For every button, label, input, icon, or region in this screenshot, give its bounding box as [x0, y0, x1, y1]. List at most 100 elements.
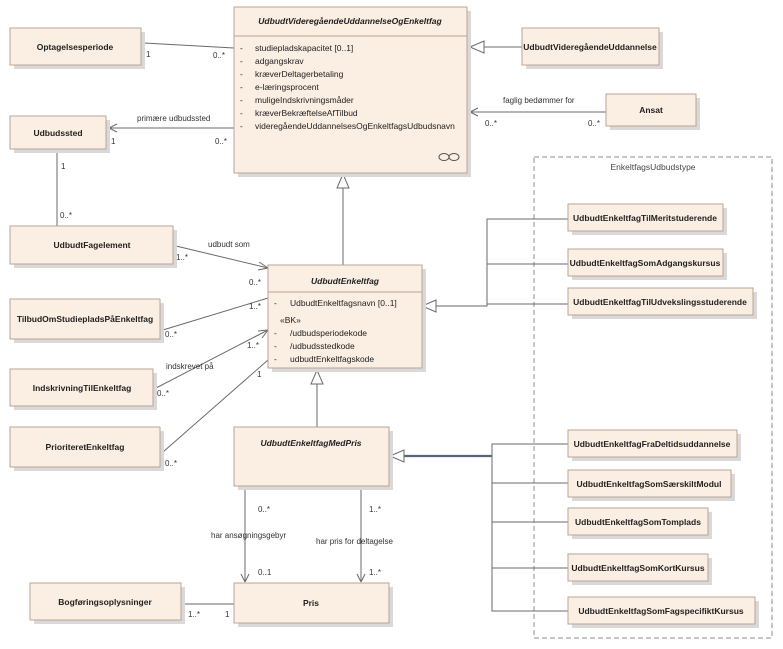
- class-enkeltfag-meritstuderende[interactable]: [567, 203, 724, 232]
- svg-text:-: -: [240, 82, 243, 92]
- mult-udbudt-som-2: 0..*: [249, 278, 261, 287]
- mult-us-fag-1: 1: [61, 162, 66, 171]
- label-har-pris: har pris for deltagelse: [316, 537, 393, 546]
- main-attr: studiepladskapacitet [0..1]: [255, 43, 353, 53]
- class-name: Pris: [303, 598, 319, 608]
- assoc-udbudt-som: [175, 245, 269, 269]
- class-name: UdbudtEnkeltfagSomAdgangskursus: [570, 258, 721, 268]
- svg-text:-: -: [274, 354, 277, 364]
- class-name: Udbudssted: [33, 128, 82, 138]
- svg-text:-: -: [240, 121, 243, 131]
- class-indskrivning[interactable]: [9, 368, 154, 407]
- class-name: UdbudtEnkeltfagFraDeltidsuddannelse: [574, 439, 731, 449]
- main-attr: muligeIndskrivningsmåder: [255, 95, 354, 105]
- mult-udbudssted-main: 0..*: [215, 137, 227, 146]
- link-icon: [438, 153, 460, 161]
- class-enkeltfag-udvekslingsstuderende[interactable]: [567, 287, 754, 316]
- class-ansat[interactable]: [605, 93, 697, 127]
- svg-text:-: -: [240, 69, 243, 79]
- class-enkeltfag-deltidsuddannelse[interactable]: [567, 429, 738, 458]
- mult-ansog-1: 0..*: [258, 505, 270, 514]
- class-name: Ansat: [639, 105, 663, 115]
- class-tilbud-om-studieplads[interactable]: [9, 298, 161, 340]
- mult-bog-1: 1..*: [188, 610, 200, 619]
- main-attr: kræverBekræftelseAfTilbud: [255, 108, 358, 118]
- mult-pris-1: 1..*: [369, 505, 381, 514]
- class-enkeltfag-tomplads[interactable]: [567, 507, 709, 536]
- class-enkeltfag-kort-kursus[interactable]: [567, 553, 709, 582]
- mult-opt-main: 0..*: [213, 51, 225, 60]
- class-name: IndskrivningTilEnkeltfag: [33, 383, 132, 393]
- class-pris[interactable]: [233, 582, 390, 624]
- svg-text:-: -: [274, 341, 277, 351]
- mult-ansog-2: 0..1: [258, 568, 272, 577]
- enkeltfag-stereotype: «BK»: [280, 315, 301, 325]
- svg-text:-: -: [274, 298, 277, 308]
- label-primaere: primære udbudssted: [137, 114, 210, 123]
- class-name: TilbudOmStudiepladsPåEnkeltfag: [17, 314, 153, 324]
- class-enkeltfag-saerskilt-modul[interactable]: [567, 469, 732, 498]
- gen-medpris-arrow: [310, 368, 324, 385]
- class-name: UdbudtEnkeltfagMedPris: [260, 438, 361, 448]
- mult-prior-2: 1: [257, 370, 262, 379]
- class-prioriteret[interactable]: [9, 426, 161, 468]
- mult-pris-2: 1..*: [369, 568, 381, 577]
- class-udbudt-enkeltfag-med-pris[interactable]: [233, 426, 390, 487]
- class-name: PrioriteretEnkeltfag: [46, 442, 125, 452]
- class-name: Bogføringsoplysninger: [58, 597, 152, 607]
- main-class-title: UdbudtVideregåendeUddannelseOgEnkeltfag: [258, 16, 442, 26]
- main-attr: kræverDeltagerbetaling: [255, 69, 344, 79]
- svg-text:-: -: [240, 43, 243, 53]
- package-title: EnkeltfagsUdbudstype: [610, 162, 695, 172]
- mult-udbudt-som-1: 1..*: [176, 253, 188, 262]
- mult-udbudssted: 1: [111, 137, 116, 146]
- class-enkeltfag-fagspecifikt-kursus[interactable]: [567, 596, 756, 625]
- mult-us-fag-2: 0..*: [60, 211, 72, 220]
- svg-text:-: -: [274, 328, 277, 338]
- enkeltfag-attr: udbudtEnkeltfagskode: [290, 354, 374, 364]
- mult-opt-1: 1: [146, 50, 151, 59]
- gen-enkeltfag-arrow: [336, 172, 350, 189]
- assoc-indskrivning: [155, 329, 269, 389]
- class-optagelsesperiode[interactable]: [9, 27, 142, 66]
- mult-ansat: 0..*: [588, 119, 600, 128]
- gen-pkg-bottom-bus: [491, 443, 568, 612]
- class-enkeltfag-adgangskursus[interactable]: [567, 248, 724, 277]
- svg-text:-: -: [240, 56, 243, 66]
- main-attributes: -studiepladskapacitet [0..1] -adgangskra…: [240, 43, 455, 131]
- class-udbudssted[interactable]: [9, 115, 107, 150]
- class-name: UdbudtEnkeltfagSomSærskiltModul: [577, 479, 722, 489]
- class-udbudt-videregaende-og-enkeltfag[interactable]: [233, 6, 468, 174]
- enkeltfag-attr: /udbudsstedkode: [290, 341, 355, 351]
- class-udbudt-enkeltfag[interactable]: [267, 264, 423, 369]
- class-udbudt-videregaende-uddannelse[interactable]: [521, 27, 660, 66]
- mult-bog-2: 1: [225, 610, 230, 619]
- enkeltfag-attr: /udbudsperiodekode: [290, 328, 367, 338]
- svg-text:-: -: [240, 108, 243, 118]
- assoc-optagelsesperiode: [143, 42, 235, 49]
- svg-text:-: -: [240, 95, 243, 105]
- class-name: UdbudtEnkeltfagSomTomplads: [575, 517, 701, 527]
- gen-pkg-top-1: [436, 218, 568, 307]
- label-udbudt-som: udbudt som: [208, 240, 250, 249]
- mult-tilbud-2: 1..*: [249, 302, 261, 311]
- gen-pkg-bottom-arrow: [388, 449, 405, 463]
- gen-videregaende-arrow: [468, 40, 485, 54]
- class-name: UdbudtEnkeltfagTilMeritstuderende: [573, 213, 717, 223]
- class-bogforingsoplysninger[interactable]: [29, 582, 182, 621]
- class-udbudt-fagelement[interactable]: [9, 225, 174, 265]
- main-attr: e-læringsprocent: [255, 82, 319, 92]
- mult-tilbud-1: 0..*: [165, 330, 177, 339]
- assoc-prioriteret: [162, 359, 269, 453]
- gen-pkg-top-arrow: [420, 299, 437, 313]
- label-indskrevet: indskrevet på: [166, 362, 214, 371]
- class-name: UdbudtEnkeltfagSomKortKursus: [571, 563, 704, 573]
- assoc-tilbud: [162, 297, 269, 331]
- class-name: UdbudtEnkeltfagSomFagspecifiktKursus: [578, 606, 744, 616]
- main-attr: videregåendeUddannelsesOgEnkeltfagsUdbud…: [255, 121, 455, 131]
- class-name: UdbudtEnkeltfag: [311, 276, 380, 286]
- label-faglig: faglig bedømmer for: [503, 96, 575, 105]
- mult-ansat-main: 0..*: [485, 119, 497, 128]
- class-name: UdbudtFagelement: [54, 240, 131, 250]
